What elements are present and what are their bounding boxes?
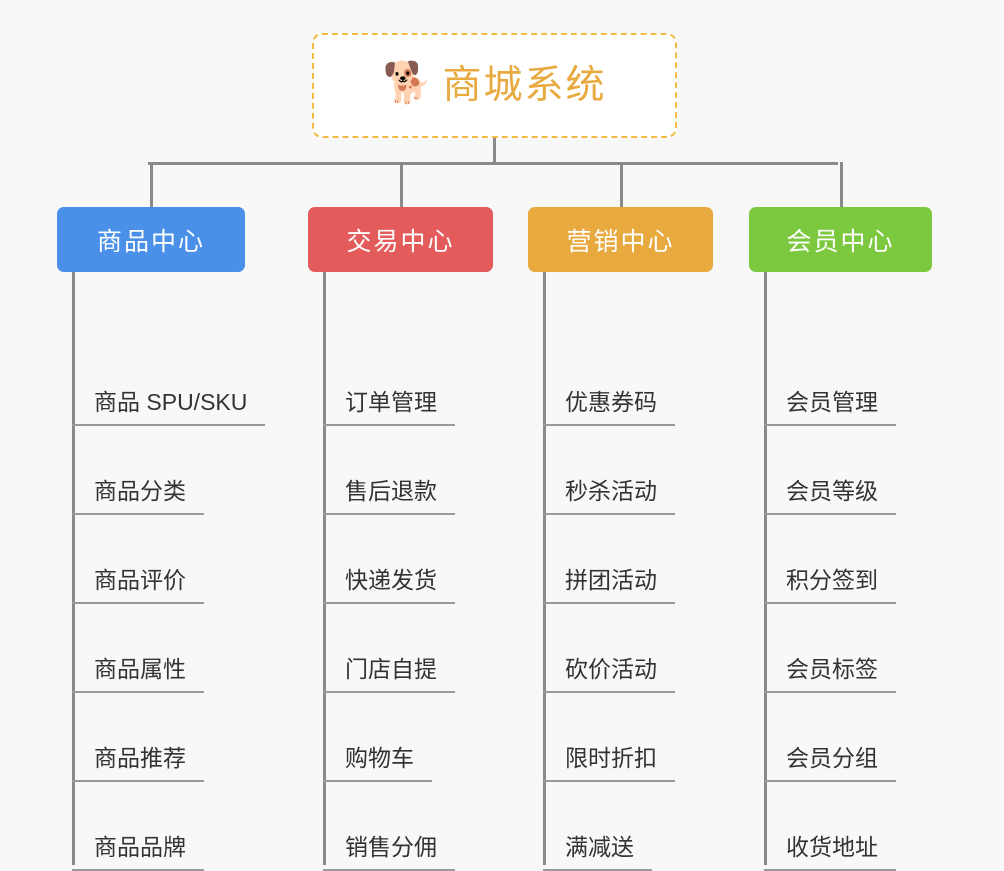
category-trunk-2 xyxy=(323,272,326,865)
list-item[interactable]: 会员管理 xyxy=(764,337,896,426)
leaf-label: 快递发货 xyxy=(323,567,455,604)
leaf-label: 购物车 xyxy=(323,745,432,782)
list-item[interactable]: 秒杀活动 xyxy=(543,426,675,515)
connector-drop-1 xyxy=(150,162,153,207)
list-item[interactable]: 门店自提 xyxy=(323,604,455,693)
list-item[interactable]: 限时折扣 xyxy=(543,693,675,782)
category-header-1[interactable]: 商品中心 xyxy=(57,207,245,272)
list-item[interactable]: 商品 SPU/SKU xyxy=(72,337,266,426)
category-trunk-4 xyxy=(764,272,767,865)
list-item[interactable]: 优惠券码 xyxy=(543,337,675,426)
leaf-label: 订单管理 xyxy=(323,389,455,426)
leaf-label: 收货地址 xyxy=(764,834,896,871)
category-column-3: 营销中心优惠券码秒杀活动拼团活动砍价活动限时折扣满减送 xyxy=(528,207,713,871)
leaf-label: 会员标签 xyxy=(764,656,896,693)
list-item[interactable]: 售后退款 xyxy=(323,426,455,515)
leaf-label: 优惠券码 xyxy=(543,389,675,426)
connector-horizontal-bus xyxy=(148,162,838,165)
leaf-label: 会员等级 xyxy=(764,478,896,515)
list-item[interactable]: 收货地址 xyxy=(764,782,896,871)
list-item[interactable]: 满减送 xyxy=(543,782,652,871)
list-item[interactable]: 商品分类 xyxy=(72,426,204,515)
category-column-1: 商品中心商品 SPU/SKU 商品分类商品评价商品属性商品推荐商品品牌 xyxy=(57,207,266,871)
category-header-3[interactable]: 营销中心 xyxy=(528,207,713,272)
leaf-label: 商品分类 xyxy=(72,478,204,515)
leaf-label: 商品属性 xyxy=(72,656,204,693)
list-item[interactable]: 订单管理 xyxy=(323,337,455,426)
leaf-label: 销售分佣 xyxy=(323,834,455,871)
list-item[interactable]: 砍价活动 xyxy=(543,604,675,693)
list-item[interactable]: 购物车 xyxy=(323,693,432,782)
category-column-4: 会员中心会员管理会员等级积分签到会员标签会员分组收货地址 xyxy=(749,207,932,871)
leaf-label: 售后退款 xyxy=(323,478,455,515)
connector-root-stem xyxy=(493,138,496,164)
list-item[interactable]: 会员等级 xyxy=(764,426,896,515)
list-item[interactable]: 积分签到 xyxy=(764,515,896,604)
list-item[interactable]: 会员分组 xyxy=(764,693,896,782)
leaf-label: 商品评价 xyxy=(72,567,204,604)
connector-drop-2 xyxy=(399,162,403,207)
leaf-label: 会员管理 xyxy=(764,389,896,426)
leaf-label: 商品品牌 xyxy=(72,834,204,871)
category-trunk-1 xyxy=(72,272,75,865)
shiba-dog-face-icon: 🐕 xyxy=(382,60,433,105)
leaf-label: 积分签到 xyxy=(764,567,896,604)
category-header-2[interactable]: 交易中心 xyxy=(308,207,493,272)
list-item[interactable]: 快递发货 xyxy=(323,515,455,604)
category-trunk-3 xyxy=(543,272,546,865)
leaf-label: 拼团活动 xyxy=(543,567,675,604)
leaf-label: 砍价活动 xyxy=(543,656,675,693)
mindmap-canvas: 🐕 商城系统 商品中心商品 SPU/SKU 商品分类商品评价商品属性商品推荐商品品… xyxy=(57,33,932,871)
list-item[interactable]: 商品推荐 xyxy=(72,693,204,782)
leaf-label: 门店自提 xyxy=(323,656,455,693)
connector-drop-4 xyxy=(839,162,843,207)
list-item[interactable]: 会员标签 xyxy=(764,604,896,693)
leaf-label: 商品推荐 xyxy=(72,745,204,782)
list-item[interactable]: 商品品牌 xyxy=(72,782,204,871)
root-title: 商城系统 xyxy=(442,64,607,107)
list-item[interactable]: 拼团活动 xyxy=(543,515,675,604)
leaf-label: 满减送 xyxy=(543,834,652,871)
root-node[interactable]: 🐕 商城系统 xyxy=(312,33,677,138)
list-item[interactable]: 商品评价 xyxy=(72,515,204,604)
leaf-label: 限时折扣 xyxy=(543,745,675,782)
list-item[interactable]: 销售分佣 xyxy=(323,782,455,871)
list-item[interactable]: 商品属性 xyxy=(72,604,204,693)
category-column-2: 交易中心订单管理售后退款快递发货门店自提购物车销售分佣 xyxy=(308,207,493,871)
connector-drop-3 xyxy=(619,162,623,207)
leaf-label: 秒杀活动 xyxy=(543,478,675,515)
category-header-4[interactable]: 会员中心 xyxy=(749,207,932,272)
leaf-label: 会员分组 xyxy=(764,745,896,782)
leaf-label: 商品 SPU/SKU xyxy=(72,389,266,426)
